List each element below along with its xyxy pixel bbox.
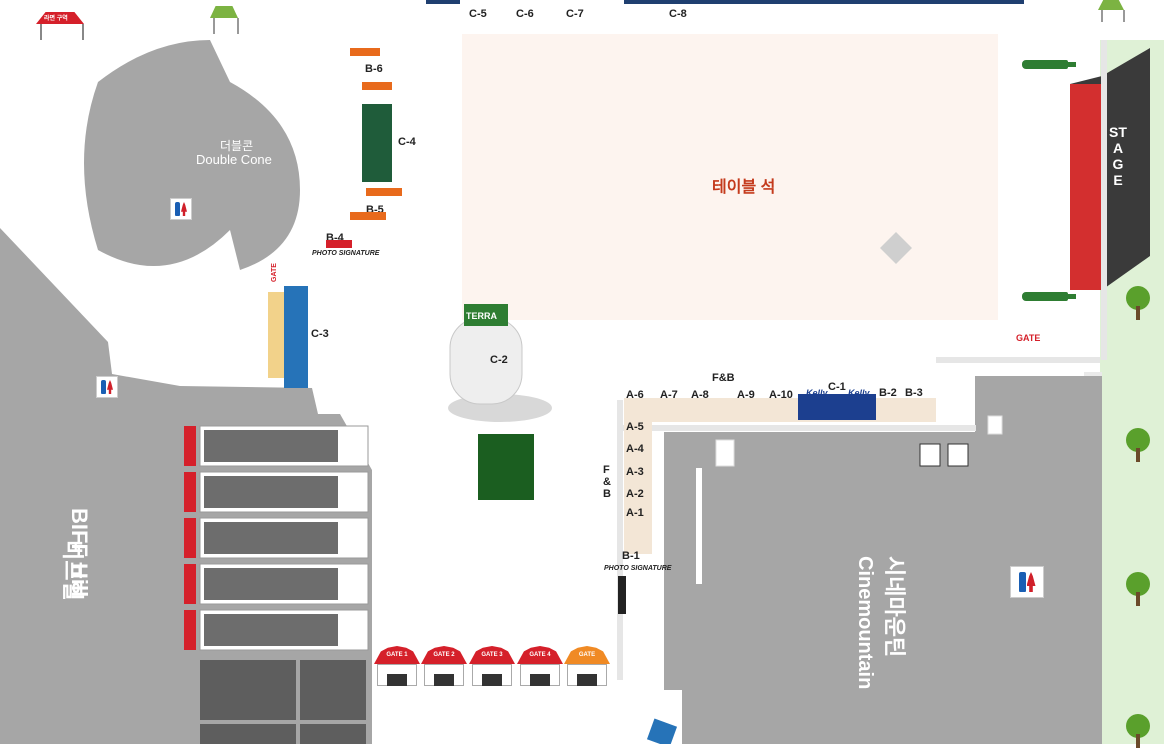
gate-orange-label: GATE xyxy=(578,652,596,658)
booth-c3: C-3 xyxy=(311,328,329,340)
fnb-top-label: F&B xyxy=(712,372,735,384)
c3-booth xyxy=(284,286,308,388)
top-booth-right xyxy=(624,0,1024,4)
booth-c2: C-2 xyxy=(490,354,508,366)
restroom-icon-doublecone xyxy=(170,198,192,220)
double-cone-area xyxy=(84,40,300,270)
info-board-1 xyxy=(715,439,735,467)
info-board-2 xyxy=(987,415,1003,435)
cinemountain-area xyxy=(664,376,1102,744)
b6-tent-roof-2 xyxy=(362,82,392,90)
tree-icon-2 xyxy=(1126,428,1150,464)
booth-c6: C-6 xyxy=(516,8,534,20)
green-tent-top-icon xyxy=(210,6,239,36)
c1-booth xyxy=(798,394,876,420)
booth-a1: A-1 xyxy=(626,507,644,519)
a-stalls-horizontal xyxy=(624,398,936,422)
booth-a5: A-5 xyxy=(626,421,644,433)
stage-front xyxy=(1070,84,1104,290)
b5-tent-roof xyxy=(366,188,402,196)
tree-icon-3 xyxy=(1126,572,1150,608)
kelly-1: Kelly xyxy=(806,388,828,398)
booth-a2: A-2 xyxy=(626,488,644,500)
photo-post xyxy=(618,576,626,614)
gate-2-label: GATE 2 xyxy=(433,652,455,658)
gate-orange-tent: GATE xyxy=(564,646,610,686)
green-tent-right-icon xyxy=(1098,0,1125,24)
gate-3-tent: GATE 3 xyxy=(469,646,515,686)
double-cone-label-ko: 더블콘 xyxy=(220,139,254,153)
gate-3-label: GATE 3 xyxy=(481,652,503,658)
elevator-1 xyxy=(919,443,941,467)
gate-1-tent: GATE 1 xyxy=(374,646,420,686)
booth-a3: A-3 xyxy=(626,466,644,478)
a-stalls-vertical xyxy=(624,404,652,554)
beer-bottle-icon-bottom xyxy=(1022,292,1076,301)
gate-2-tent: GATE 2 xyxy=(421,646,467,686)
terra-sign xyxy=(464,304,508,326)
tree-icon-1 xyxy=(1126,286,1150,322)
elevator-2 xyxy=(947,443,969,467)
c3-booth-inner xyxy=(268,292,284,378)
bottom-blue-booth xyxy=(646,718,678,744)
b4-tent-roof xyxy=(326,240,352,248)
terra-sign-text: TERRA xyxy=(466,311,497,321)
stage-label: STAGE xyxy=(1109,124,1127,188)
beer-bottle-icon-top xyxy=(1022,60,1076,69)
gate-4-tent: GATE 4 xyxy=(517,646,563,686)
gate-left-label: GATE xyxy=(271,263,278,282)
seat-labels-red xyxy=(184,426,196,650)
terra-display xyxy=(478,434,534,500)
ramen-zone-label: 라면 구역 xyxy=(44,16,68,22)
b5-tent-roof-2 xyxy=(350,212,386,220)
seating-blocks xyxy=(199,425,369,651)
booth-b3: B-3 xyxy=(905,387,923,399)
booth-a6: A-6 xyxy=(626,389,644,401)
gate-4-label: GATE 4 xyxy=(529,652,551,658)
table-area xyxy=(462,34,998,320)
c4-booth xyxy=(362,104,392,182)
table-seating-label: 테이블 석 xyxy=(712,179,776,196)
cinemountain-label-ko: 시네마운틴 xyxy=(882,556,907,658)
restroom-icon-cinemountain xyxy=(1010,566,1044,598)
restroom-icon-biff xyxy=(96,376,118,398)
photo-signature-b4: PHOTO SIGNATURE xyxy=(312,250,380,257)
gate-right-label: GATE xyxy=(1016,333,1041,343)
booth-a9: A-9 xyxy=(737,389,755,401)
booth-c4: C-4 xyxy=(398,136,416,148)
photo-signature-b1: PHOTO SIGNATURE xyxy=(604,565,672,572)
ramen-tent-icon: 라면 구역 xyxy=(36,8,84,42)
table-marker xyxy=(880,232,912,264)
kelly-2: Kelly xyxy=(848,388,870,398)
b6-tent-roof xyxy=(350,48,380,56)
double-cone-label-en: Double Cone xyxy=(196,152,272,167)
biff-hill-label-en: BIFF Hill xyxy=(67,508,92,598)
booth-c5: C-5 xyxy=(469,8,487,20)
booth-a4: A-4 xyxy=(626,443,644,455)
top-booth-left xyxy=(426,0,460,4)
cinemountain-label-en: Cinemountain xyxy=(854,556,876,690)
booth-b6: B-6 xyxy=(365,63,383,75)
booth-c1: C-1 xyxy=(828,381,846,393)
booth-a8: A-8 xyxy=(691,389,709,401)
booth-a7: A-7 xyxy=(660,389,678,401)
terra-booth xyxy=(449,317,523,405)
fnb-side-label: F&B xyxy=(603,464,611,500)
gate-1-label: GATE 1 xyxy=(386,652,408,658)
lower-blocks xyxy=(200,660,366,744)
booth-c8: C-8 xyxy=(669,8,687,20)
booth-b1: B-1 xyxy=(622,550,640,562)
tree-icon-4 xyxy=(1126,714,1150,750)
booth-b2: B-2 xyxy=(879,387,897,399)
cinemountain-divider xyxy=(696,468,702,584)
booth-a10: A-10 xyxy=(769,389,793,401)
booth-c7: C-7 xyxy=(566,8,584,20)
